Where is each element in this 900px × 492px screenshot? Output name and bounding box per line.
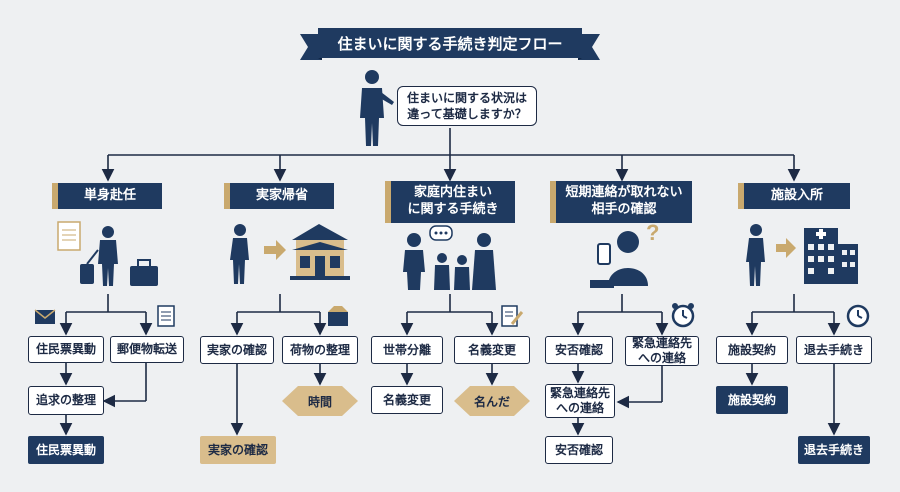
- step-organize: 追求の整理: [28, 386, 104, 415]
- result-facility-contract: 施設契約: [716, 386, 788, 414]
- category-household: 家庭内住まい に関する手続き: [385, 181, 515, 223]
- step-name-change-2: 名義変更: [371, 386, 443, 414]
- step-facility-contract: 施設契約: [716, 336, 788, 364]
- category-label-line-1: 家庭内住まい: [413, 185, 492, 201]
- step-label-line-1: 緊急連絡先: [549, 386, 610, 400]
- step-household-split: 世帯分離: [371, 336, 443, 364]
- result-home-check: 実家の確認: [200, 436, 276, 464]
- question-line-2: 違って基礎しますか？: [407, 107, 527, 121]
- step-label-line-1: 緊急連絡先: [631, 336, 692, 350]
- step-resident-transfer: 住民票異動: [28, 336, 104, 363]
- question-bubble: 住まいに関する状況は 違って基礎しますか？: [397, 86, 537, 126]
- question-mark-icon: ?: [646, 222, 659, 245]
- arrow-right-icon: [776, 238, 796, 258]
- step-mail-forwarding: 郵便物転送: [110, 336, 184, 363]
- suitcase-icon: [80, 264, 94, 284]
- step-home-check: 実家の確認: [200, 336, 274, 364]
- step-emergency-contact: 緊急連絡先 への連絡: [625, 336, 699, 366]
- family-illustration: [403, 225, 496, 290]
- phone-icon: [597, 243, 611, 265]
- category-label: 単身赴任: [83, 187, 136, 203]
- document-icon: [157, 305, 175, 327]
- step-safety-check: 安否確認: [545, 336, 613, 364]
- alarm-clock-icon: [671, 303, 695, 328]
- step-name-change: 名義変更: [454, 336, 530, 364]
- category-home-visit: 実家帰省: [224, 183, 334, 209]
- decision-named: 名んだ: [454, 386, 530, 416]
- category-unreachable: 短期連絡が取れない 相手の確認: [550, 181, 692, 223]
- step-emergency-contact-2: 緊急連絡先 への連絡: [545, 384, 615, 418]
- category-facility: 施設入所: [738, 183, 850, 209]
- business-trip-illustration: [57, 221, 158, 286]
- decision-label: 名んだ: [473, 394, 510, 409]
- laptop-icon: [590, 280, 614, 288]
- envelope-icon: [34, 309, 56, 324]
- page-title: 住まいに関する手続き判定フロー: [318, 28, 582, 58]
- person-icon: [360, 70, 394, 146]
- step-label-line-2: への連絡: [555, 401, 604, 415]
- title-banner: 住まいに関する手続き判定フロー: [300, 24, 600, 62]
- arrow-right-icon: [264, 240, 286, 260]
- category-label-line-2: に関する手続き: [407, 202, 499, 217]
- category-label: 実家帰省: [255, 187, 308, 203]
- step-label-line-2: への連絡: [637, 351, 686, 365]
- facility-illustration: [746, 224, 858, 286]
- bag-icon: [130, 266, 158, 286]
- home-visit-illustration: [230, 224, 350, 284]
- box-icon: [328, 306, 348, 326]
- pencil-document-icon: [501, 305, 524, 327]
- step-move-out: 退去手続き: [796, 336, 872, 364]
- result-safety-check: 安否確認: [545, 436, 613, 464]
- clock-icon: [846, 304, 870, 328]
- decision-label: 時間: [307, 394, 332, 409]
- decision-time: 時間: [282, 386, 358, 416]
- step-luggage-sort: 荷物の整理: [282, 336, 358, 364]
- category-label-line-2: 相手の確認: [591, 202, 657, 217]
- category-label-line-1: 短期連絡が取れない: [565, 185, 683, 201]
- result-move-out: 退去手続き: [798, 436, 870, 464]
- document-icon: [57, 221, 81, 251]
- unreachable-contact-illustration: ?: [590, 222, 659, 288]
- category-label: 施設入所: [770, 187, 823, 203]
- category-single-assignment: 単身赴任: [52, 183, 162, 209]
- result-resident-transfer: 住民票異動: [28, 436, 104, 464]
- house-icon: [292, 224, 348, 240]
- question-line-1: 住まいに関する状況は: [406, 90, 527, 105]
